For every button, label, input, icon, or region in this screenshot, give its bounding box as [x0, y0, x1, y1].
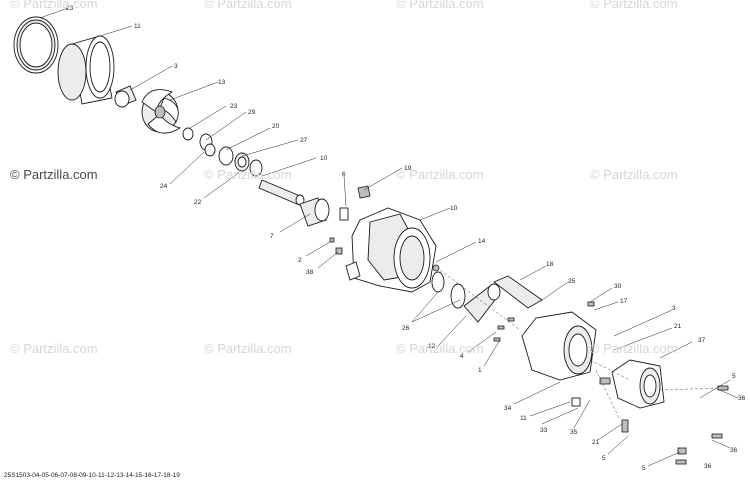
callout-3: 3	[672, 305, 676, 312]
callout-23: 23	[66, 5, 74, 12]
pump-housing-part[interactable]	[345, 207, 440, 293]
callout-36: 36	[730, 447, 738, 454]
wear-ring-part[interactable]	[13, 16, 59, 74]
callout-10: 10	[450, 205, 458, 212]
callout-14: 14	[478, 238, 486, 245]
callout-2: 2	[298, 257, 302, 264]
leader-lines	[39, 7, 739, 467]
watermark: © Partzilla.com	[204, 341, 292, 356]
callout-10: 10	[320, 155, 328, 162]
o-rings-part[interactable]	[431, 271, 466, 309]
callout-23: 23	[230, 103, 238, 110]
drive-shaft-part[interactable]	[258, 179, 305, 206]
callout-24: 24	[160, 183, 168, 190]
callout-34: 34	[504, 405, 512, 412]
callout-12: 12	[428, 343, 436, 350]
watermark: © Partzilla.com	[590, 167, 678, 182]
callout-36: 36	[704, 463, 712, 470]
callout-25: 25	[568, 278, 576, 285]
callout-5: 5	[642, 465, 646, 472]
callout-20: 20	[272, 123, 280, 130]
callout-36: 36	[738, 395, 746, 402]
diagram-code-caption: 25S1503-04-05-06-07-08-09-10-11-12-13-14…	[4, 472, 180, 479]
callout-7: 7	[270, 233, 274, 240]
watermark-prominent: © Partzilla.com	[10, 167, 98, 182]
bearing-sleeve-part[interactable]	[299, 197, 330, 227]
callout-29: 29	[248, 109, 256, 116]
callout-4: 4	[460, 353, 464, 360]
spacer-rings-group[interactable]	[182, 127, 263, 177]
callout-6: 6	[342, 171, 346, 178]
callout-17: 17	[620, 298, 628, 305]
callout-18: 18	[546, 261, 554, 268]
callout-11: 11	[134, 23, 141, 30]
callout-5: 5	[602, 455, 606, 462]
callout-26: 26	[402, 325, 410, 332]
callout-11: 11	[520, 415, 527, 422]
callout-1: 1	[478, 367, 482, 374]
impeller-nut-part[interactable]	[114, 85, 137, 108]
watermark: © Partzilla.com	[396, 167, 484, 182]
watermark: © Partzilla.com	[590, 341, 678, 356]
sleeve-part[interactable]	[57, 35, 115, 105]
watermark: © Partzilla.com	[396, 341, 484, 356]
watermark: © Partzilla.com	[590, 0, 678, 11]
callout-labels: 23 11 3 13 23 29 20 27 10 24 22 19 6 10 …	[66, 5, 746, 472]
nozzle-part[interactable]	[611, 359, 665, 409]
watermark: © Partzilla.com	[10, 0, 98, 11]
hardware-group[interactable]	[329, 237, 729, 465]
callout-3: 3	[174, 63, 178, 70]
callout-22: 22	[194, 199, 202, 206]
callout-21: 21	[674, 323, 682, 330]
callout-13: 13	[218, 79, 226, 86]
callout-19: 19	[404, 165, 412, 172]
venturi-part[interactable]	[521, 311, 597, 381]
callout-33: 33	[540, 427, 548, 434]
impeller-part[interactable]	[141, 89, 182, 134]
callout-27: 27	[300, 137, 308, 144]
callout-21: 21	[592, 439, 600, 446]
fitting-part[interactable]	[339, 185, 371, 221]
callout-38: 38	[306, 269, 314, 276]
watermark: © Partzilla.com	[204, 167, 292, 182]
callout-30: 30	[614, 283, 622, 290]
watermark: © Partzilla.com	[204, 0, 292, 11]
support-bracket-part[interactable]	[493, 275, 543, 309]
watermark: © Partzilla.com	[396, 0, 484, 11]
cone-part[interactable]	[463, 283, 501, 323]
watermark: © Partzilla.com	[10, 341, 98, 356]
callout-5: 5	[732, 373, 736, 380]
callout-35: 35	[570, 429, 578, 436]
callout-37: 37	[698, 337, 706, 344]
